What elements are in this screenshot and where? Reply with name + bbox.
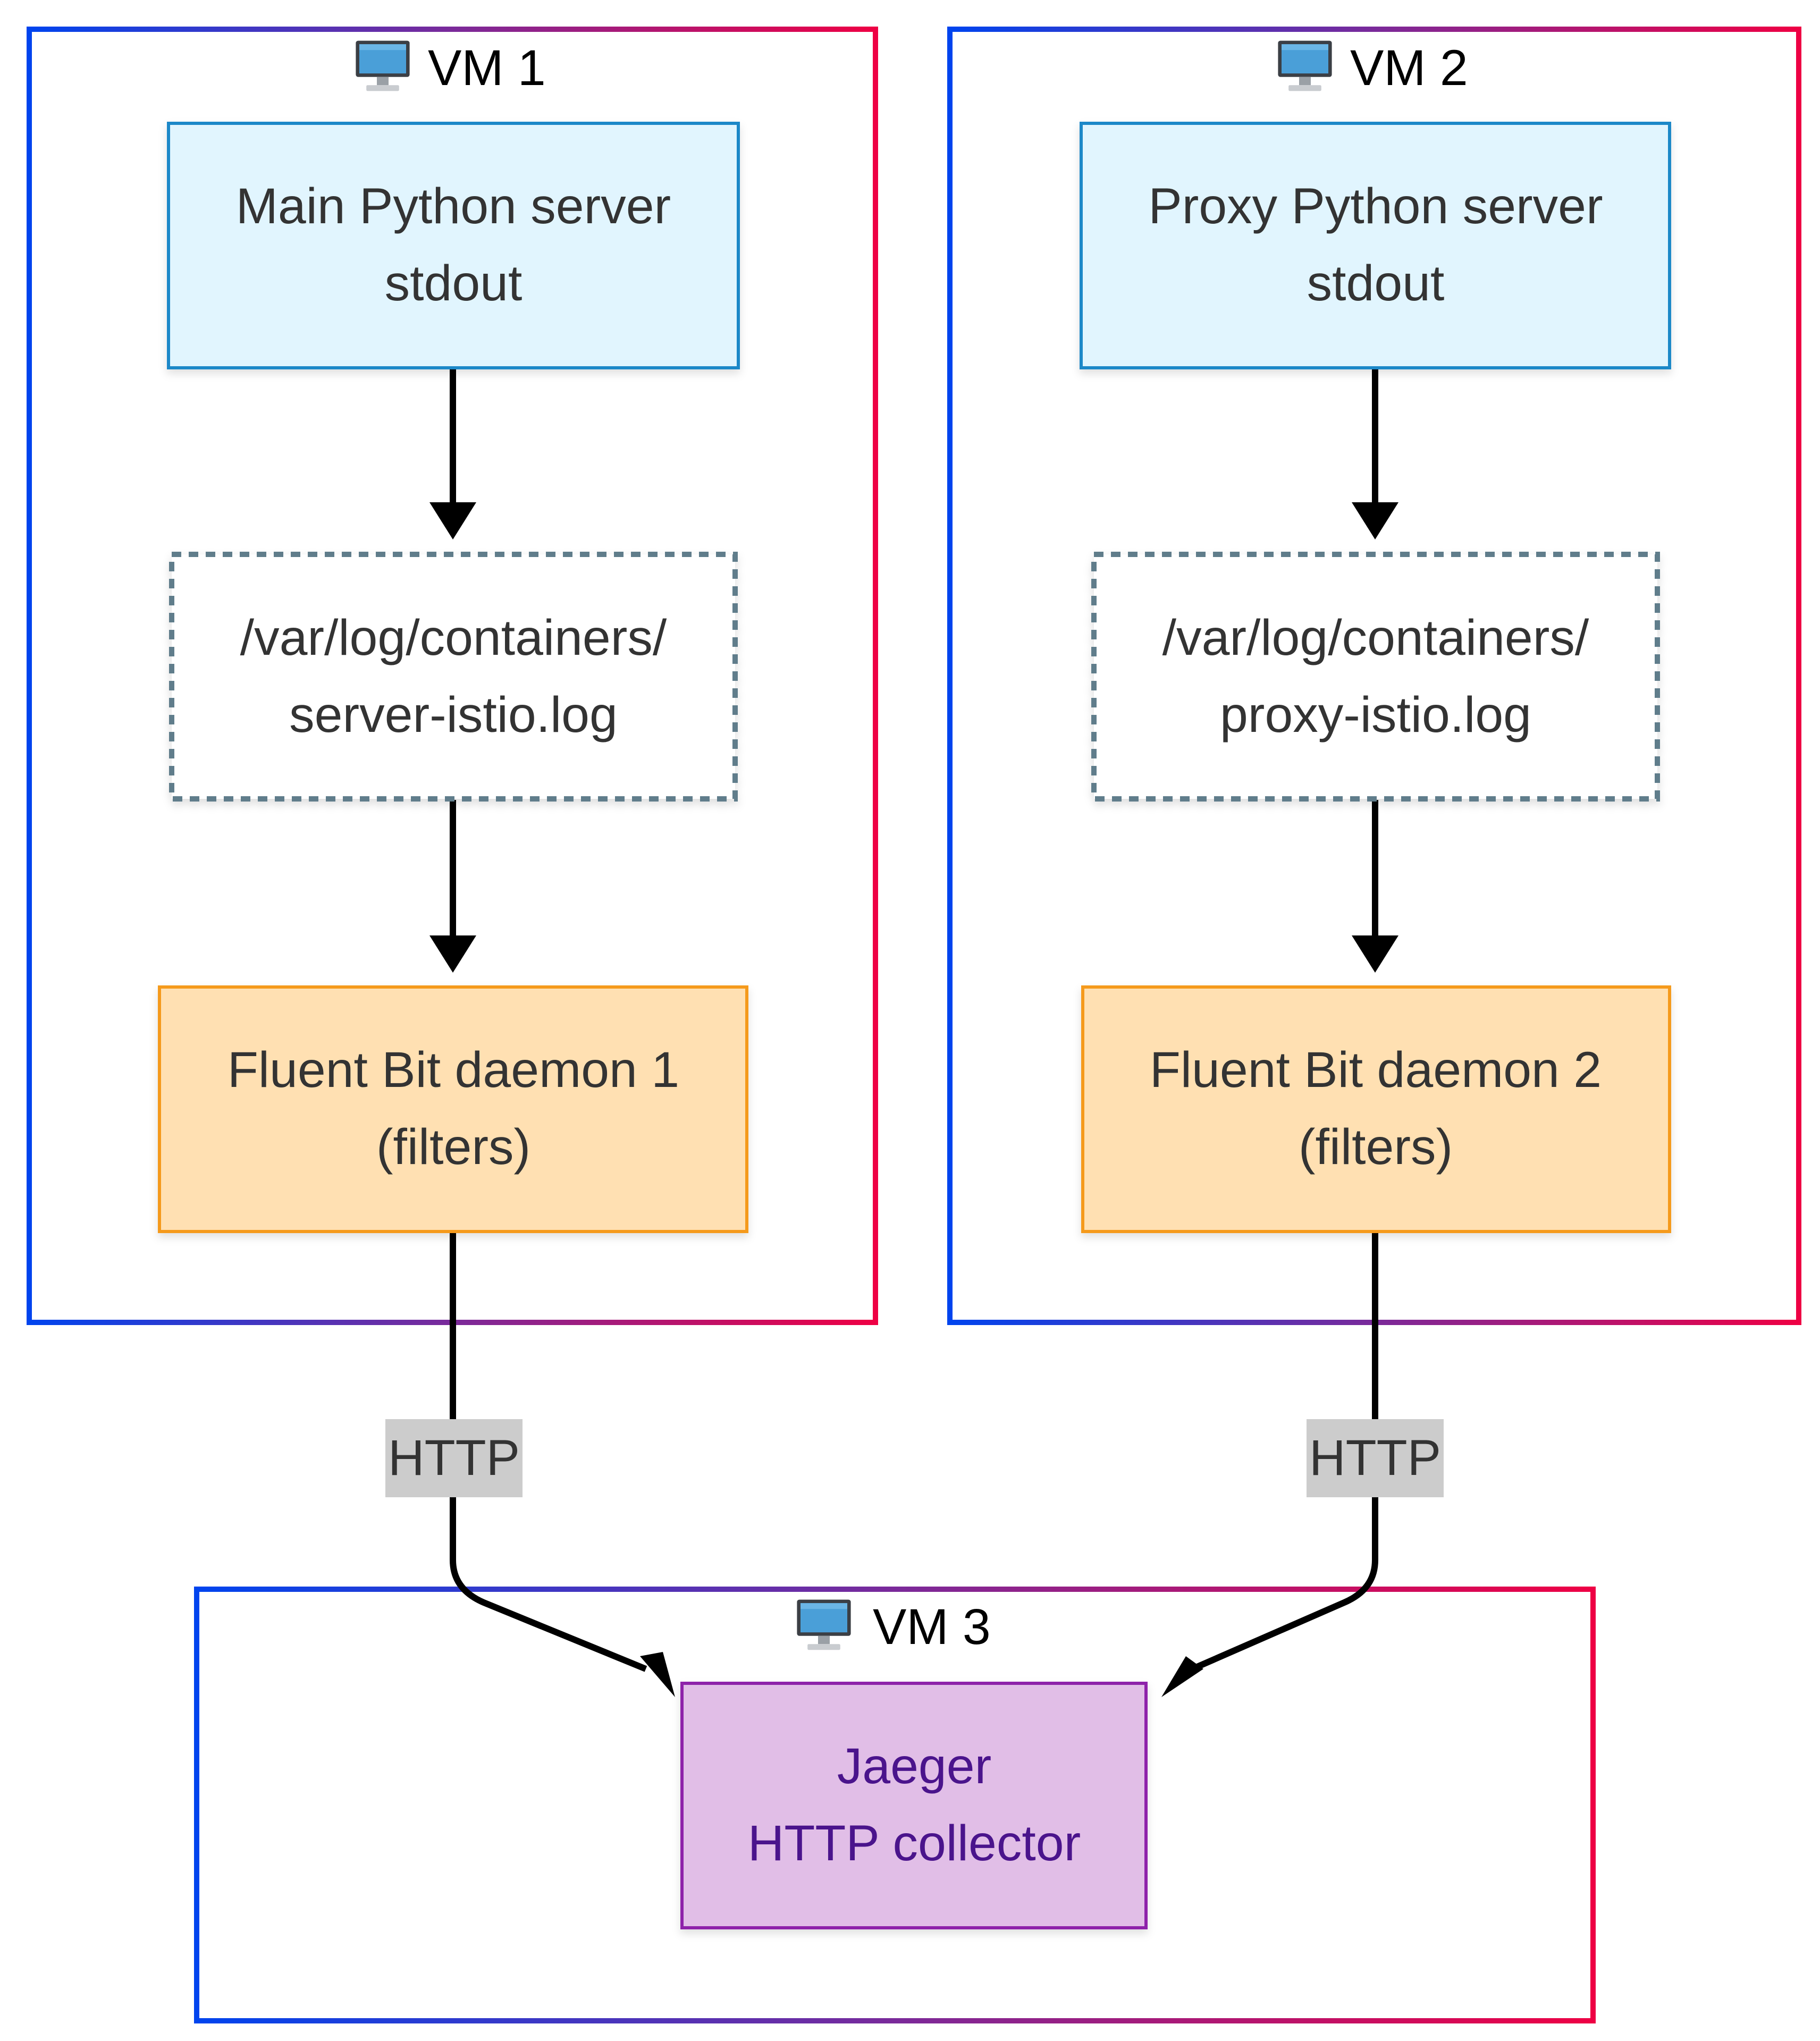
node-jaeger-http-collector	[680, 1682, 1148, 1929]
node-box	[680, 1682, 1148, 1929]
node-box	[1081, 985, 1671, 1233]
edge-fluent-1-to-jaeger	[450, 1233, 647, 1672]
edge-label-bg	[1307, 1419, 1444, 1497]
node-server-log-file	[169, 552, 738, 802]
arrowhead-icon	[640, 1652, 675, 1697]
node-fluent-bit-1-line1: Fluent Bit daemon 1	[228, 1042, 679, 1098]
edge-label-http-1: HTTP	[385, 1419, 523, 1497]
arrowheads	[429, 502, 1398, 1697]
node-fluent-bit-1-line2: (filters)	[376, 1119, 530, 1175]
vm-2-title: VM 2	[1350, 40, 1468, 96]
node-main-python-server-line1: Main Python server	[236, 178, 671, 234]
node-proxy-log-line1: /var/log/containers/	[1162, 610, 1589, 666]
arrowhead-icon	[1352, 502, 1398, 539]
node-box	[158, 985, 748, 1233]
vm-1-title: VM 1	[428, 40, 546, 96]
node-box	[1091, 552, 1660, 802]
node-jaeger-line2: HTTP collector	[748, 1815, 1081, 1871]
vm-3-title: VM 3	[873, 1599, 991, 1655]
node-fluent-bit-daemon-2	[1081, 985, 1671, 1233]
arrowhead-icon	[1352, 935, 1398, 973]
node-fluent-bit-daemon-1	[158, 985, 748, 1233]
node-proxy-python-server-line1: Proxy Python server	[1148, 178, 1603, 234]
node-server-log-line1: /var/log/containers/	[240, 610, 667, 666]
node-box	[169, 552, 738, 802]
node-fluent-bit-2-line1: Fluent Bit daemon 2	[1150, 1042, 1602, 1098]
node-box	[1080, 122, 1671, 369]
edge-label-http-2: HTTP	[1307, 1419, 1444, 1497]
node-main-python-server	[167, 122, 740, 369]
arrowhead-icon	[429, 935, 476, 973]
node-box	[167, 122, 740, 369]
edge-label-bg	[385, 1419, 523, 1497]
edge-fluent-2-to-jaeger	[1191, 1233, 1378, 1672]
edges	[450, 369, 1378, 1672]
arrowhead-icon	[1161, 1656, 1203, 1697]
edge-label-text: HTTP	[1309, 1430, 1441, 1486]
arrowhead-icon	[429, 502, 476, 539]
node-proxy-log-file	[1091, 552, 1660, 802]
node-main-python-server-line2: stdout	[385, 255, 523, 311]
node-fluent-bit-2-line2: (filters)	[1299, 1119, 1453, 1175]
node-jaeger-line1: Jaeger	[837, 1738, 991, 1794]
node-proxy-python-server	[1080, 122, 1671, 369]
edge-label-text: HTTP	[388, 1430, 520, 1486]
node-server-log-line2: server-istio.log	[289, 687, 618, 743]
node-proxy-log-line2: proxy-istio.log	[1220, 687, 1531, 743]
node-proxy-python-server-line2: stdout	[1307, 255, 1445, 311]
